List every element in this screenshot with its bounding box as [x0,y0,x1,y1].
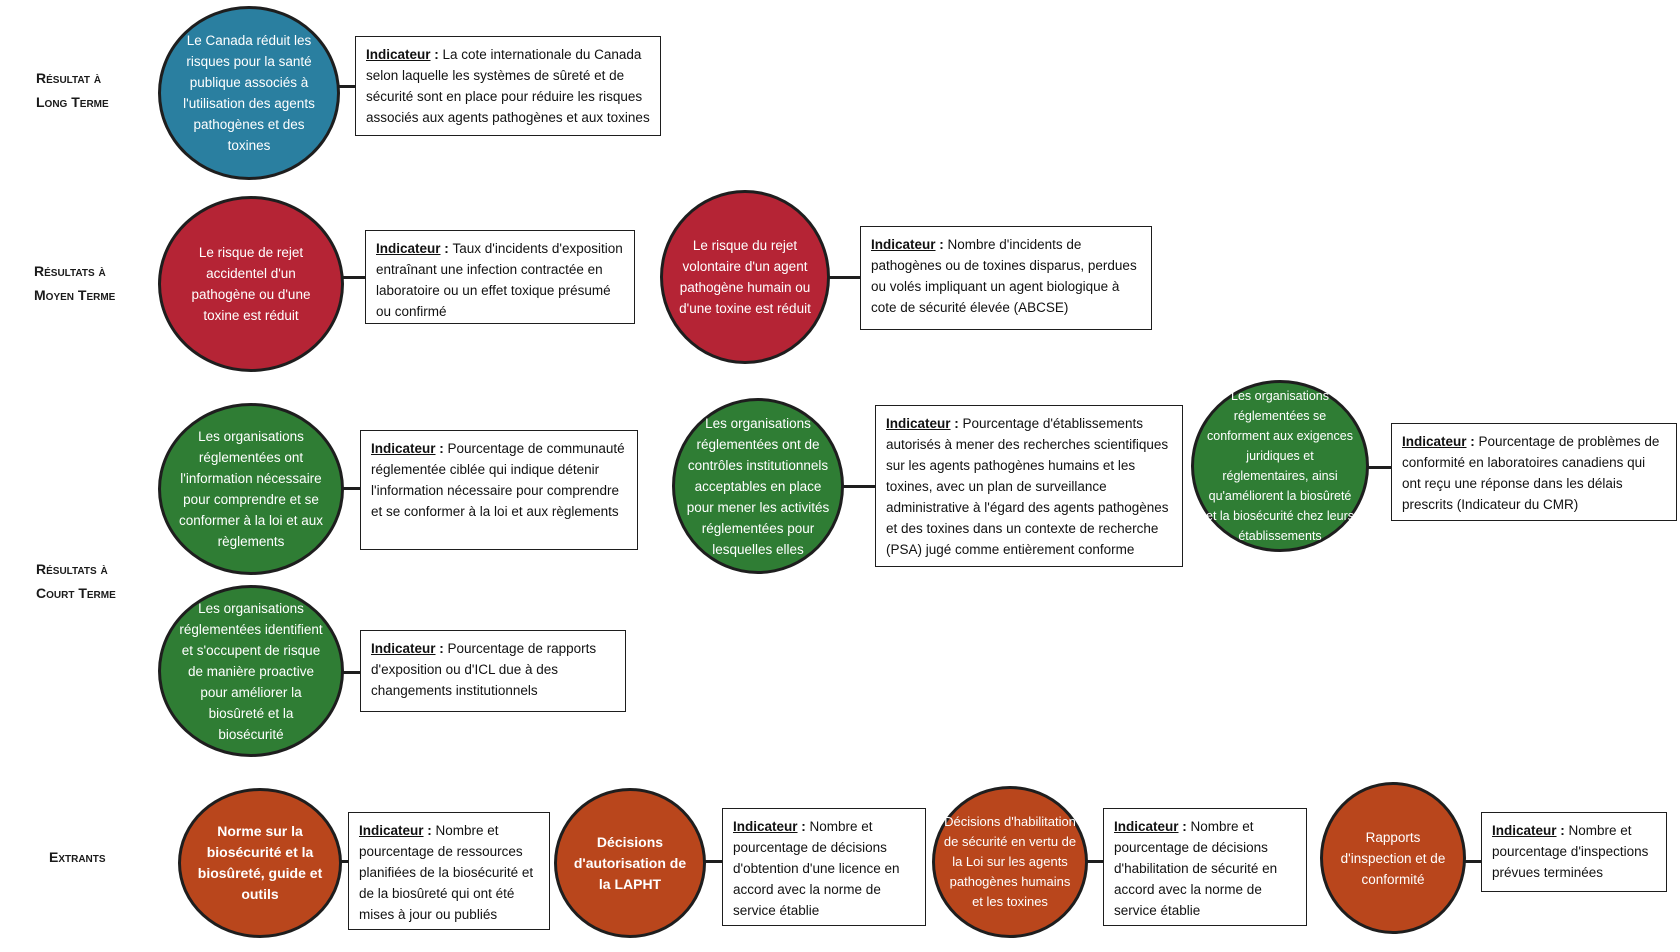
connector-st2 [812,485,876,488]
outcome-text: Les organisations réglementées ont l'inf… [178,429,324,549]
indicator-label: Indicateur [886,416,951,431]
indicator-box-lt1: Indicateur : La cote internationale du C… [355,36,661,136]
indicator-label: Indicateur [376,241,441,256]
indicator-box-st1: Indicateur : Pourcentage de communauté r… [360,430,638,550]
outcome-node-st3: Les organisations réglementées se confor… [1191,380,1369,552]
indicator-text: Pourcentage de communauté réglementée ci… [371,441,625,519]
indicator-text: Pourcentage de problèmes de conformité e… [1402,434,1660,512]
outcome-text: Le risque de rejet accidentel d'un patho… [191,245,311,323]
indicator-label: Indicateur [371,641,436,656]
output-node-out3: Décisions d'habilitation de sécurité en … [932,786,1088,938]
indicator-box-st4: Indicateur : Pourcentage de rapports d'e… [360,630,626,712]
indicator-box-mt1: Indicateur : Taux d'incidents d'expositi… [365,230,635,324]
indicator-text: Nombre et pourcentage de ressources plan… [359,823,534,922]
output-text: Rapports d'inspection et de conformité [1340,829,1446,887]
indicator-label: Indicateur [1492,823,1557,838]
indicator-text: Taux d'incidents d'exposition entraînant… [376,241,623,319]
output-node-out2: Décisions d'autorisation de la LAPHT [554,788,706,938]
connector-mt1 [342,276,366,279]
output-text: Décisions d'habilitation de sécurité en … [943,814,1077,909]
indicator-text: Nombre d'incidents de pathogènes ou de t… [871,237,1137,315]
indicator-label: Indicateur [871,237,936,252]
outcome-node-mt2: Le risque du rejet volontaire d'un agent… [660,190,830,364]
indicator-label: Indicateur [733,819,798,834]
connector-st3 [1368,466,1392,469]
indicator-text: Pourcentage de rapports d'exposition ou … [371,641,597,698]
indicator-text: Pourcentage d'établissements autorisés à… [886,416,1169,557]
connector-mt2 [827,276,861,279]
indicator-box-mt2: Indicateur : Nombre d'incidents de patho… [860,226,1152,330]
indicator-label: Indicateur [371,441,436,456]
connector-lt1 [338,85,356,88]
outcome-node-st1: Les organisations réglementées ont l'inf… [158,403,344,575]
indicator-label: Indicateur [1402,434,1467,449]
connector-out2 [703,860,723,863]
outcome-text: Les organisations réglementées se confor… [1206,389,1354,543]
indicator-box-out2: Indicateur : Nombre et pourcentage de dé… [722,808,926,926]
indicator-text: Nombre et pourcentage de décisions d'obt… [733,819,900,918]
outcome-node-st4: Les organisations réglementées identifie… [158,585,344,757]
indicator-label: Indicateur [359,823,424,838]
outcome-node-st2: Les organisations réglementées ont de co… [672,398,844,574]
connector-st1 [341,487,361,490]
outcome-node-mt1: Le risque de rejet accidentel d'un patho… [158,196,344,372]
output-text: Norme sur la biosécurité et la biosûreté… [197,823,323,902]
output-text: Décisions d'autorisation de la LAPHT [573,833,687,892]
indicator-text: La cote internationale du Canada selon l… [366,47,650,125]
output-node-out4: Rapports d'inspection et de conformité [1320,782,1466,934]
connector-out1 [339,860,349,863]
indicator-box-st2: Indicateur : Pourcentage d'établissement… [875,405,1183,567]
outcome-node-lt1: Le Canada réduit les risques pour la san… [158,6,340,180]
indicator-text: Nombre et pourcentage d'inspections prév… [1492,823,1649,880]
outcome-text: Les organisations réglementées ont de co… [686,415,830,557]
output-node-out1: Norme sur la biosécurité et la biosûreté… [178,788,342,938]
outcome-text: Le risque du rejet volontaire d'un agent… [679,238,811,316]
indicator-box-out4: Indicateur : Nombre et pourcentage d'ins… [1481,812,1667,892]
indicator-label: Indicateur [366,47,431,62]
connector-out3 [1086,860,1104,863]
indicator-box-out3: Indicateur : Nombre et pourcentage de dé… [1103,808,1307,926]
indicator-text: Nombre et pourcentage de décisions d'hab… [1114,819,1278,918]
indicator-label: Indicateur [1114,819,1179,834]
connector-st4 [341,671,361,674]
outcome-text: Les organisations réglementées identifie… [179,600,323,742]
indicator-box-st3: Indicateur : Pourcentage de problèmes de… [1391,423,1677,521]
level-label-outputs: Extrants [49,849,106,865]
indicator-box-out1: Indicateur : Nombre et pourcentage de re… [348,812,550,930]
outcome-text: Le Canada réduit les risques pour la san… [183,33,315,153]
connector-out4 [1462,860,1482,863]
